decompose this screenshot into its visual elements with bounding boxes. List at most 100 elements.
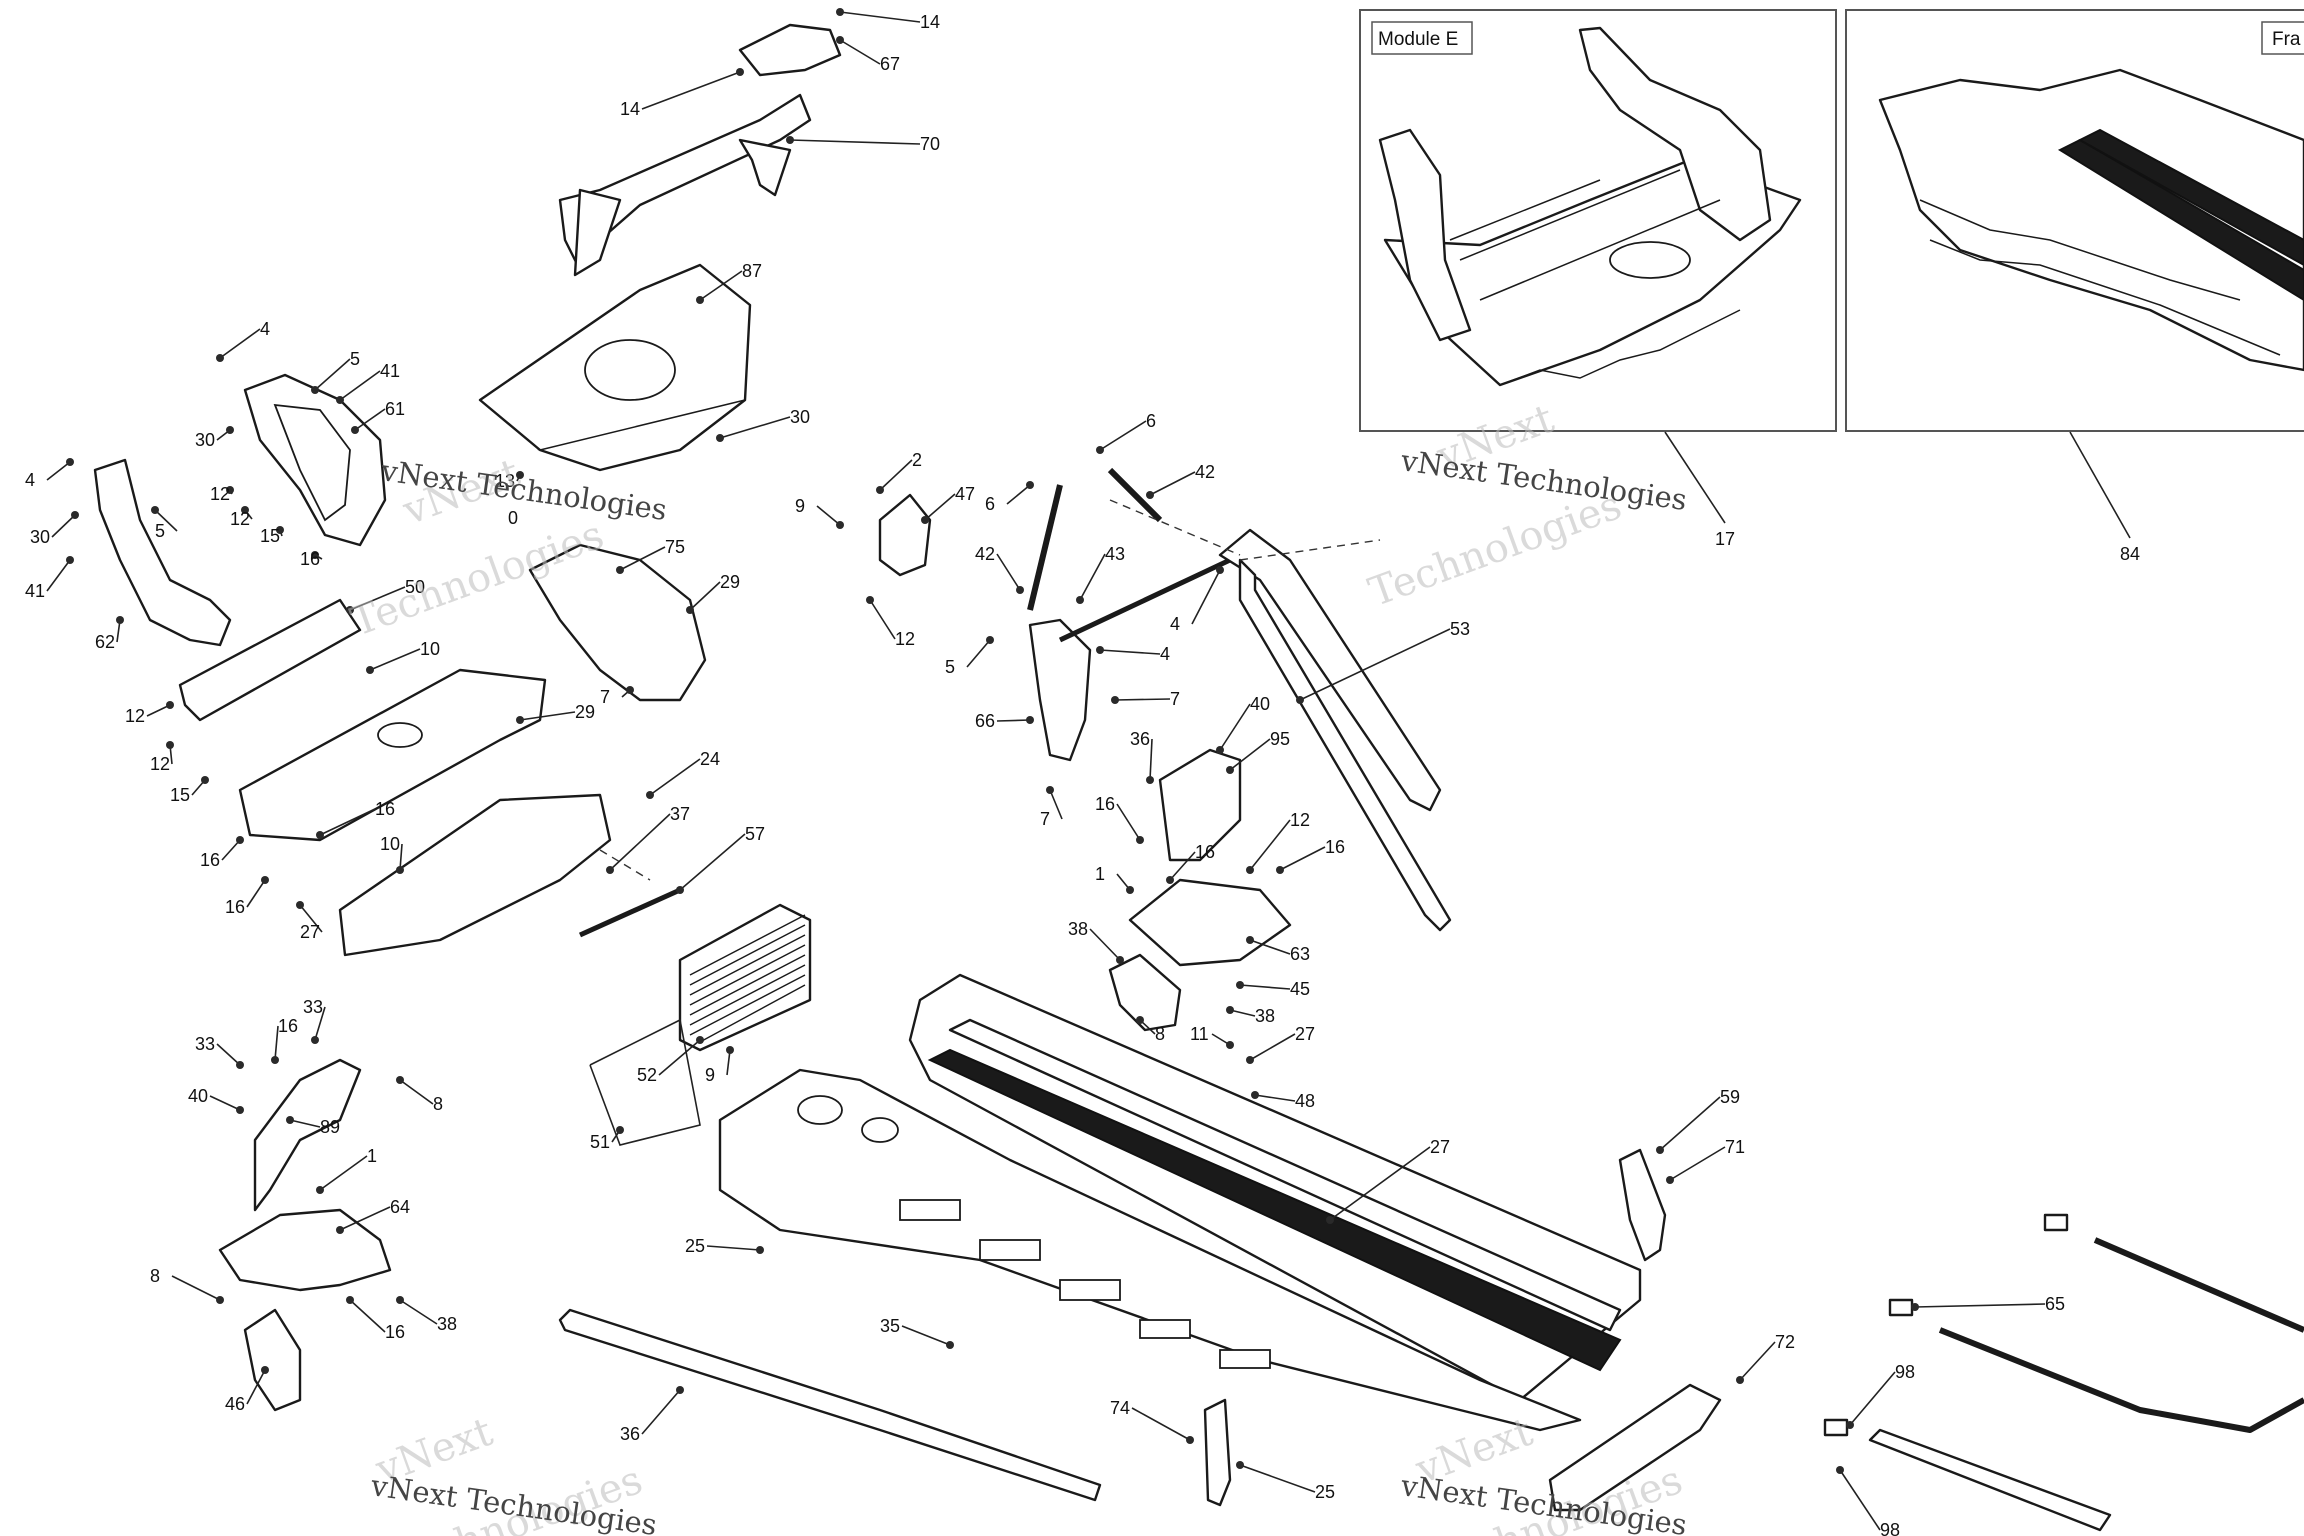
fastener-icon xyxy=(1656,1146,1664,1154)
fastener-icon xyxy=(351,426,359,434)
callout-number: 16 xyxy=(1325,837,1345,857)
part-66-spindle xyxy=(1028,618,1092,762)
callout-number: 27 xyxy=(1430,1137,1450,1157)
fastener-icon xyxy=(236,1061,244,1069)
callout-number: 16 xyxy=(300,549,320,569)
callout-leader xyxy=(879,459,913,491)
callout-leader xyxy=(171,1275,221,1301)
callout-number: 30 xyxy=(30,527,50,547)
callout-number: 75 xyxy=(665,537,685,557)
fastener-icon xyxy=(311,386,319,394)
fastener-icon xyxy=(311,551,319,559)
fastener-icon xyxy=(166,701,174,709)
fastener-icon xyxy=(1226,1041,1234,1049)
fastener-icon xyxy=(606,866,614,874)
fastener-icon xyxy=(1226,766,1234,774)
callout-number: 51 xyxy=(590,1132,610,1152)
fastener-icon xyxy=(836,521,844,529)
callout-leader xyxy=(314,1006,326,1041)
callout-number: 48 xyxy=(1295,1091,1315,1111)
callout-leader xyxy=(1116,803,1141,841)
callout-number: 41 xyxy=(380,361,400,381)
callout-number: 4 xyxy=(260,319,270,339)
fastener-icon xyxy=(71,511,79,519)
fastener-icon xyxy=(116,616,124,624)
callout-leader xyxy=(1079,553,1106,601)
fastener-icon xyxy=(696,1036,704,1044)
callout-number: 12 xyxy=(125,706,145,726)
callout-leader xyxy=(209,1095,241,1111)
fastener-icon xyxy=(986,636,994,644)
callout-leader xyxy=(609,813,671,871)
callout-number: 33 xyxy=(303,997,323,1017)
fastener-icon xyxy=(346,606,354,614)
callout-number: 16 xyxy=(1195,842,1215,862)
part-46-clip xyxy=(243,1308,302,1412)
callout-number: 12 xyxy=(895,629,915,649)
fastener-icon xyxy=(366,666,374,674)
inset-callout-number: 84 xyxy=(2120,544,2140,564)
callout-leader xyxy=(1914,1303,2046,1308)
fastener-icon xyxy=(396,866,404,874)
callout-leader xyxy=(1149,738,1153,781)
part-98-clip-b xyxy=(1888,1298,1914,1317)
callout-number: 29 xyxy=(720,572,740,592)
fastener-icon xyxy=(236,836,244,844)
callout-number: 14 xyxy=(920,12,940,32)
callout-number: 7 xyxy=(1170,689,1180,709)
callout-leader xyxy=(339,370,381,401)
callout-number: 4 xyxy=(1170,614,1180,634)
callout-number: 38 xyxy=(1255,1006,1275,1026)
callout-number: 42 xyxy=(1195,462,1215,482)
callout-leader xyxy=(689,581,721,611)
callout-number: 65 xyxy=(2045,1294,2065,1314)
fastener-icon xyxy=(921,516,929,524)
callout-number: 8 xyxy=(150,1266,160,1286)
callout-leader xyxy=(399,1079,434,1105)
callout-number: 27 xyxy=(1295,1024,1315,1044)
callout-number: 95 xyxy=(1270,729,1290,749)
part-95-bracket xyxy=(1158,748,1242,862)
fastener-icon xyxy=(1096,646,1104,654)
fastener-icon xyxy=(241,506,249,514)
callout-number: 0 xyxy=(508,508,518,528)
callout-leader xyxy=(246,879,266,908)
callout-number: 74 xyxy=(1110,1398,1130,1418)
fastener-icon xyxy=(676,886,684,894)
callout-number: 33 xyxy=(195,1034,215,1054)
fastener-icon xyxy=(396,1076,404,1084)
part-50-cover xyxy=(178,598,362,722)
callout-leader xyxy=(658,1039,701,1076)
fastener-icon xyxy=(1236,1461,1244,1469)
callout-number: 98 xyxy=(1880,1520,1900,1536)
fastener-icon xyxy=(1326,1216,1334,1224)
callout-leader xyxy=(1099,649,1161,655)
callout-number: 36 xyxy=(620,1424,640,1444)
fastener-icon xyxy=(1276,866,1284,874)
callout-leader xyxy=(706,1245,761,1251)
part-67-bracket xyxy=(738,23,842,77)
fastener-icon xyxy=(836,8,844,16)
callout-number: 12 xyxy=(150,754,170,774)
callout-number: 41 xyxy=(25,581,45,601)
callout-leader xyxy=(339,1206,391,1231)
fastener-icon xyxy=(311,1036,319,1044)
callout-number: 15 xyxy=(260,526,280,546)
fastener-icon xyxy=(316,831,324,839)
part-65-cross-bar xyxy=(1548,1383,1722,1512)
callout-leader xyxy=(246,1369,266,1405)
callout-number: 50 xyxy=(405,577,425,597)
fastener-icon xyxy=(1251,1091,1259,1099)
fastener-icon xyxy=(66,556,74,564)
callout-leader xyxy=(154,509,178,532)
fastener-icon xyxy=(676,1386,684,1394)
fastener-icon xyxy=(1246,866,1254,874)
part-42-shock-arm xyxy=(1027,467,1163,611)
part-59-tunnel xyxy=(718,973,1642,1432)
callout-leader xyxy=(1191,569,1221,625)
callout-number: 64 xyxy=(390,1197,410,1217)
fastener-icon xyxy=(1736,1376,1744,1384)
callout-leader xyxy=(1219,703,1251,751)
fastener-icon xyxy=(756,1246,764,1254)
